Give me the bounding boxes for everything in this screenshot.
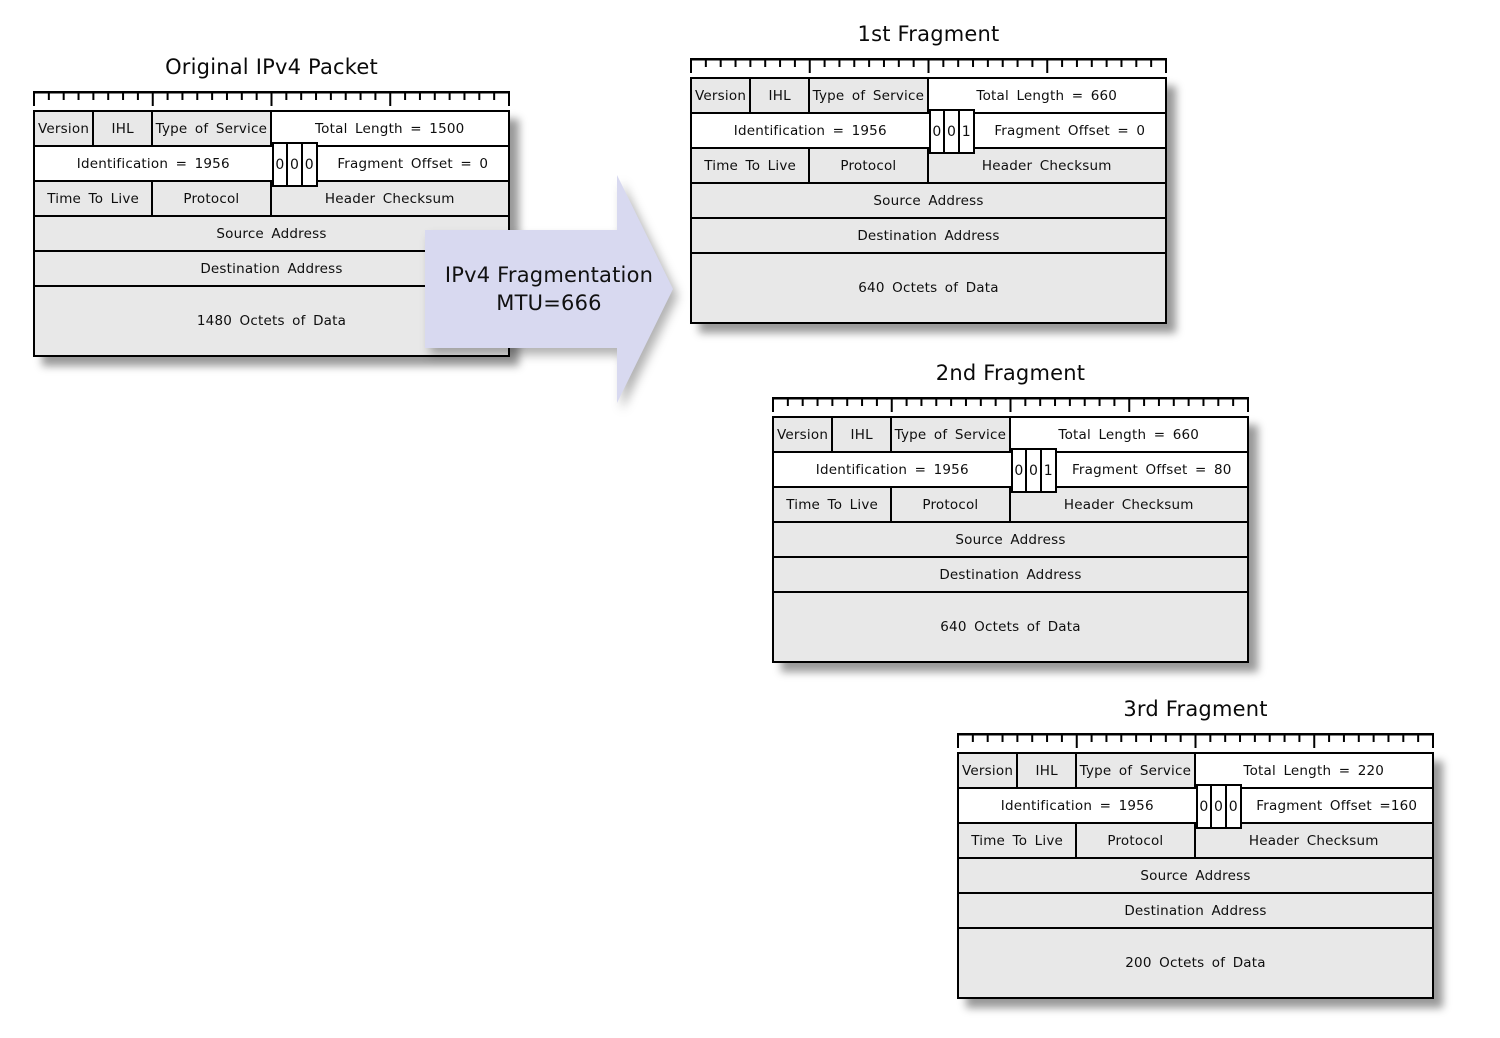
ipv4-header-table: Version IHL Type of Service Total Length… — [957, 752, 1434, 999]
field-flags: 0 0 1 — [1010, 448, 1057, 493]
fragmentation-arrow: IPv4 Fragmentation MTU=666 — [425, 175, 673, 403]
header-row-1: Version IHL Type of Service Total Length… — [692, 79, 1165, 114]
header-row-2: Identification = 1956 0 0 1 Fragment Off… — [692, 109, 1165, 154]
field-ihl: IHL — [833, 418, 893, 451]
packet-fragment-3-title: 3rd Fragment — [1123, 697, 1268, 721]
flag-bit: 0 — [1226, 786, 1240, 827]
packet-fragment-3: 3rd Fragment Version IHL Type of Service… — [957, 697, 1434, 999]
field-fragment-offset: Fragment Offset = 80 — [1056, 453, 1247, 486]
field-total-length: Total Length = 1500 — [271, 112, 508, 145]
field-protocol: Protocol — [892, 488, 1011, 521]
flag-bit: 0 — [930, 111, 946, 152]
field-time-to-live: Time To Live — [692, 149, 811, 182]
field-identification: Identification = 1956 — [35, 147, 272, 180]
flag-bit: 0 — [1027, 450, 1042, 491]
field-ihl: IHL — [94, 112, 154, 145]
field-header-checksum: Header Checksum — [271, 182, 508, 215]
field-payload: 640 Octets of Data — [774, 593, 1247, 661]
flag-bit: 0 — [302, 144, 316, 185]
arrow-label: IPv4 Fragmentation MTU=666 — [425, 261, 673, 317]
packet-fragment-2: 2nd Fragment Version IHL Type of Service… — [772, 361, 1249, 663]
bit-ruler-icon — [33, 91, 510, 106]
field-type-of-service: Type of Service — [153, 112, 272, 145]
field-time-to-live: Time To Live — [35, 182, 154, 215]
field-version: Version — [35, 112, 95, 145]
header-row-3: Time To Live Protocol Header Checksum — [35, 182, 508, 217]
field-type-of-service: Type of Service — [810, 79, 929, 112]
field-identification: Identification = 1956 — [959, 789, 1196, 822]
flag-bit: 1 — [959, 111, 973, 152]
field-fragment-offset: Fragment Offset =160 — [1241, 789, 1432, 822]
header-row-3: Time To Live Protocol Header Checksum — [774, 488, 1247, 523]
header-row-2: Identification = 1956 0 0 0 Fragment Off… — [35, 142, 508, 187]
bit-ruler-icon — [957, 733, 1434, 748]
field-destination-address: Destination Address — [774, 558, 1247, 591]
field-protocol: Protocol — [1077, 824, 1196, 857]
field-payload: 640 Octets of Data — [692, 254, 1165, 322]
header-row-4: Source Address — [959, 859, 1432, 894]
ipv4-header-table: Version IHL Type of Service Total Length… — [772, 416, 1249, 663]
field-identification: Identification = 1956 — [692, 114, 929, 147]
field-total-length: Total Length = 660 — [928, 79, 1165, 112]
header-row-3: Time To Live Protocol Header Checksum — [959, 824, 1432, 859]
payload-row: 200 Octets of Data — [959, 929, 1432, 997]
header-row-5: Destination Address — [959, 894, 1432, 929]
field-type-of-service: Type of Service — [892, 418, 1011, 451]
header-row-2: Identification = 1956 0 0 0 Fragment Off… — [959, 784, 1432, 829]
header-row-5: Destination Address — [692, 219, 1165, 254]
flag-bit: 0 — [1212, 786, 1227, 827]
field-version: Version — [692, 79, 752, 112]
header-row-3: Time To Live Protocol Header Checksum — [692, 149, 1165, 184]
flag-bit: 0 — [288, 144, 303, 185]
flag-bit: 0 — [1197, 786, 1213, 827]
field-identification: Identification = 1956 — [774, 453, 1011, 486]
packet-fragment-2-title: 2nd Fragment — [935, 361, 1086, 385]
header-row-5: Destination Address — [774, 558, 1247, 593]
bit-ruler-icon — [772, 397, 1249, 412]
field-flags: 0 0 0 — [271, 142, 318, 187]
bit-ruler-icon — [690, 58, 1167, 73]
field-flags: 0 0 1 — [928, 109, 975, 154]
field-version: Version — [774, 418, 834, 451]
field-ihl: IHL — [751, 79, 811, 112]
field-source-address: Source Address — [692, 184, 1165, 217]
field-header-checksum: Header Checksum — [1010, 488, 1247, 521]
field-type-of-service: Type of Service — [1077, 754, 1196, 787]
header-row-4: Source Address — [774, 523, 1247, 558]
flag-bit: 1 — [1041, 450, 1055, 491]
flag-bit: 0 — [1012, 450, 1028, 491]
field-flags: 0 0 0 — [1195, 784, 1242, 829]
field-source-address: Source Address — [959, 859, 1432, 892]
field-payload: 200 Octets of Data — [959, 929, 1432, 997]
field-protocol: Protocol — [810, 149, 929, 182]
field-total-length: Total Length = 660 — [1010, 418, 1247, 451]
field-destination-address: Destination Address — [959, 894, 1432, 927]
payload-row: 640 Octets of Data — [774, 593, 1247, 661]
flag-bit: 0 — [945, 111, 960, 152]
field-fragment-offset: Fragment Offset = 0 — [974, 114, 1165, 147]
field-total-length: Total Length = 220 — [1195, 754, 1432, 787]
field-fragment-offset: Fragment Offset = 0 — [317, 147, 508, 180]
ipv4-header-table: Version IHL Type of Service Total Length… — [690, 77, 1167, 324]
field-version: Version — [959, 754, 1019, 787]
field-header-checksum: Header Checksum — [1195, 824, 1432, 857]
field-source-address: Source Address — [774, 523, 1247, 556]
field-header-checksum: Header Checksum — [928, 149, 1165, 182]
header-row-4: Source Address — [692, 184, 1165, 219]
flag-bit: 0 — [273, 144, 289, 185]
packet-fragment-1-title: 1st Fragment — [857, 22, 1000, 46]
field-time-to-live: Time To Live — [774, 488, 893, 521]
field-ihl: IHL — [1018, 754, 1078, 787]
packet-original-title: Original IPv4 Packet — [165, 55, 378, 79]
arrow-label-line2: MTU=666 — [496, 291, 602, 315]
field-destination-address: Destination Address — [692, 219, 1165, 252]
header-row-2: Identification = 1956 0 0 1 Fragment Off… — [774, 448, 1247, 493]
arrow-label-line1: IPv4 Fragmentation — [444, 263, 654, 287]
right-arrow-icon — [425, 175, 673, 403]
payload-row: 640 Octets of Data — [692, 254, 1165, 322]
field-protocol: Protocol — [153, 182, 272, 215]
packet-fragment-1: 1st Fragment Version IHL Type of Service… — [690, 22, 1167, 324]
field-time-to-live: Time To Live — [959, 824, 1078, 857]
